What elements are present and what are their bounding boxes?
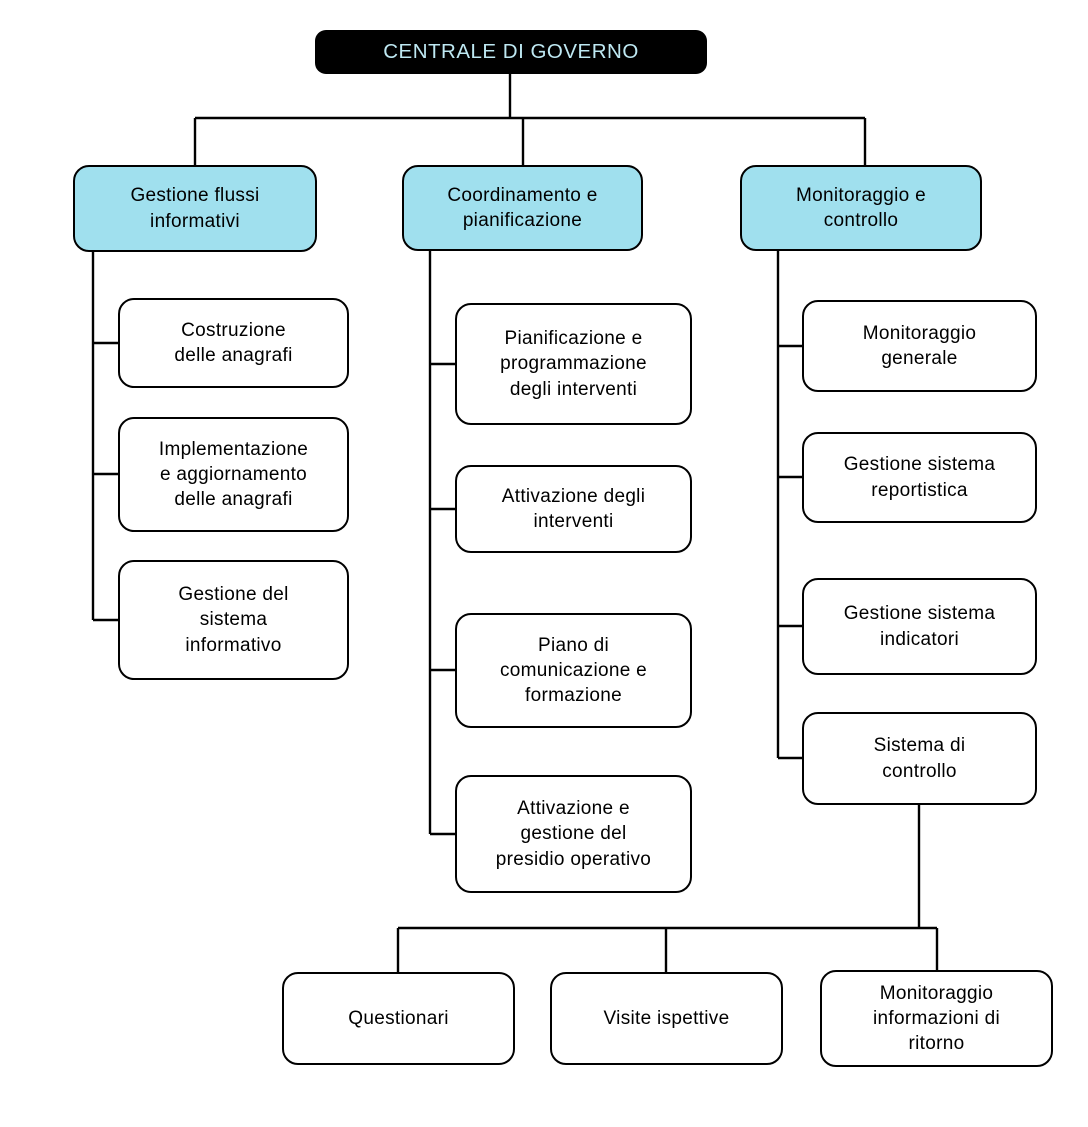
connector-middle-spine bbox=[428, 250, 455, 836]
node-monitoraggio-informazioni-di-ritorno: Monitoraggio informazioni di ritorno bbox=[820, 970, 1053, 1067]
node-implementazione-e-aggiornamento-delle-anagrafi: Implementazione e aggiornamento delle an… bbox=[118, 417, 349, 532]
node-pianificazione-e-programmazione-degli-interventi: Pianificazione e programmazione degli in… bbox=[455, 303, 692, 425]
branch-monitoraggio-e-controllo: Monitoraggio e controllo bbox=[740, 165, 982, 251]
node-attivazione-e-gestione-del-presidio-operativo: Attivazione e gestione del presidio oper… bbox=[455, 775, 692, 893]
node-gestione-sistema-reportistica: Gestione sistema reportistica bbox=[802, 432, 1037, 523]
node-gestione-del-sistema-informativo: Gestione del sistema informativo bbox=[118, 560, 349, 680]
node-gestione-sistema-indicatori: Gestione sistema indicatori bbox=[802, 578, 1037, 675]
node-sistema-di-controllo: Sistema di controllo bbox=[802, 712, 1037, 805]
connector-right-spine bbox=[776, 250, 802, 760]
connector-root-bus bbox=[193, 73, 867, 165]
node-centrale-di-governo: CENTRALE DI GOVERNO bbox=[315, 30, 707, 74]
node-costruzione-delle-anagrafi: Costruzione delle anagrafi bbox=[118, 298, 349, 388]
node-visite-ispettive: Visite ispettive bbox=[550, 972, 783, 1065]
node-monitoraggio-generale: Monitoraggio generale bbox=[802, 300, 1037, 392]
node-piano-di-comunicazione-e-formazione: Piano di comunicazione e formazione bbox=[455, 613, 692, 728]
connector-bottom-bus bbox=[396, 805, 939, 972]
connector-left-spine bbox=[91, 252, 118, 622]
branch-coordinamento-e-pianificazione: Coordinamento e pianificazione bbox=[402, 165, 643, 251]
node-attivazione-degli-interventi: Attivazione degli interventi bbox=[455, 465, 692, 553]
node-questionari: Questionari bbox=[282, 972, 515, 1065]
branch-gestione-flussi-informativi: Gestione flussi informativi bbox=[73, 165, 317, 252]
